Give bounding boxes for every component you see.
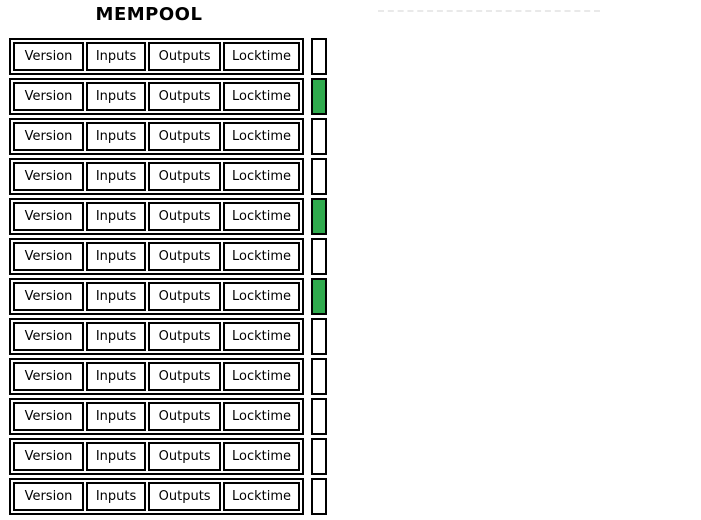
- row-indicator: [311, 278, 327, 315]
- row-indicator-gap: [304, 398, 311, 435]
- cell-inputs: Inputs: [85, 282, 147, 311]
- cell-locktime: Locktime: [223, 122, 300, 151]
- cell-locktime: Locktime: [223, 362, 300, 391]
- cell-version: Version: [13, 442, 84, 471]
- cell-inputs: Inputs: [85, 82, 147, 111]
- cell-version: Version: [13, 362, 84, 391]
- cell-locktime: Locktime: [223, 442, 300, 471]
- cell-locktime: Locktime: [223, 42, 300, 71]
- cell-outputs: Outputs: [148, 122, 222, 151]
- cell-locktime: Locktime: [223, 82, 300, 111]
- row-indicator-gap: [304, 438, 311, 475]
- cell-outputs: Outputs: [148, 402, 222, 431]
- cell-locktime: Locktime: [223, 202, 300, 231]
- cell-inputs: Inputs: [85, 42, 147, 71]
- row-indicator: [311, 38, 327, 75]
- row-indicator: [311, 238, 327, 275]
- row-indicator-gap: [304, 78, 311, 115]
- cell-locktime: Locktime: [223, 482, 300, 511]
- cell-outputs: Outputs: [148, 362, 222, 391]
- row-indicator-gap: [304, 358, 311, 395]
- cell-outputs: Outputs: [148, 162, 222, 191]
- row-indicator: [311, 318, 327, 355]
- row-indicator: [311, 438, 327, 475]
- cell-inputs: Inputs: [85, 442, 147, 471]
- cell-outputs: Outputs: [148, 282, 222, 311]
- cell-version: Version: [13, 202, 84, 231]
- cell-version: Version: [13, 242, 84, 271]
- cell-locktime: Locktime: [223, 282, 300, 311]
- cell-inputs: Inputs: [85, 362, 147, 391]
- row-indicator: [311, 478, 327, 515]
- cell-version: Version: [13, 122, 84, 151]
- row-indicator-gap: [304, 118, 311, 155]
- cell-outputs: Outputs: [148, 202, 222, 231]
- page-title: MEMPOOL: [95, 4, 203, 25]
- cell-version: Version: [13, 42, 84, 71]
- dashed-divider: [378, 10, 600, 12]
- row-indicator-gap: [304, 478, 311, 515]
- row-indicator: [311, 358, 327, 395]
- cell-inputs: Inputs: [85, 122, 147, 151]
- cell-inputs: Inputs: [85, 162, 147, 191]
- row-indicator-gap: [304, 318, 311, 355]
- cell-outputs: Outputs: [148, 442, 222, 471]
- cell-inputs: Inputs: [85, 482, 147, 511]
- row-indicator-gap: [304, 278, 311, 315]
- cell-version: Version: [13, 322, 84, 351]
- row-indicator-gap: [304, 158, 311, 195]
- row-indicator: [311, 78, 327, 115]
- cell-inputs: Inputs: [85, 202, 147, 231]
- cell-locktime: Locktime: [223, 402, 300, 431]
- row-indicator-gap: [304, 38, 311, 75]
- cell-version: Version: [13, 282, 84, 311]
- row-indicator-gap: [304, 198, 311, 235]
- cell-locktime: Locktime: [223, 242, 300, 271]
- row-indicator: [311, 198, 327, 235]
- row-indicator: [311, 118, 327, 155]
- cell-inputs: Inputs: [85, 322, 147, 351]
- cell-outputs: Outputs: [148, 82, 222, 111]
- cell-outputs: Outputs: [148, 242, 222, 271]
- cell-outputs: Outputs: [148, 322, 222, 351]
- cell-inputs: Inputs: [85, 402, 147, 431]
- row-indicator: [311, 398, 327, 435]
- cell-locktime: Locktime: [223, 162, 300, 191]
- cell-version: Version: [13, 162, 84, 191]
- cell-outputs: Outputs: [148, 482, 222, 511]
- row-indicator-gap: [304, 238, 311, 275]
- cell-version: Version: [13, 482, 84, 511]
- cell-version: Version: [13, 402, 84, 431]
- cell-inputs: Inputs: [85, 242, 147, 271]
- cell-locktime: Locktime: [223, 322, 300, 351]
- cell-version: Version: [13, 82, 84, 111]
- cell-outputs: Outputs: [148, 42, 222, 71]
- row-indicator: [311, 158, 327, 195]
